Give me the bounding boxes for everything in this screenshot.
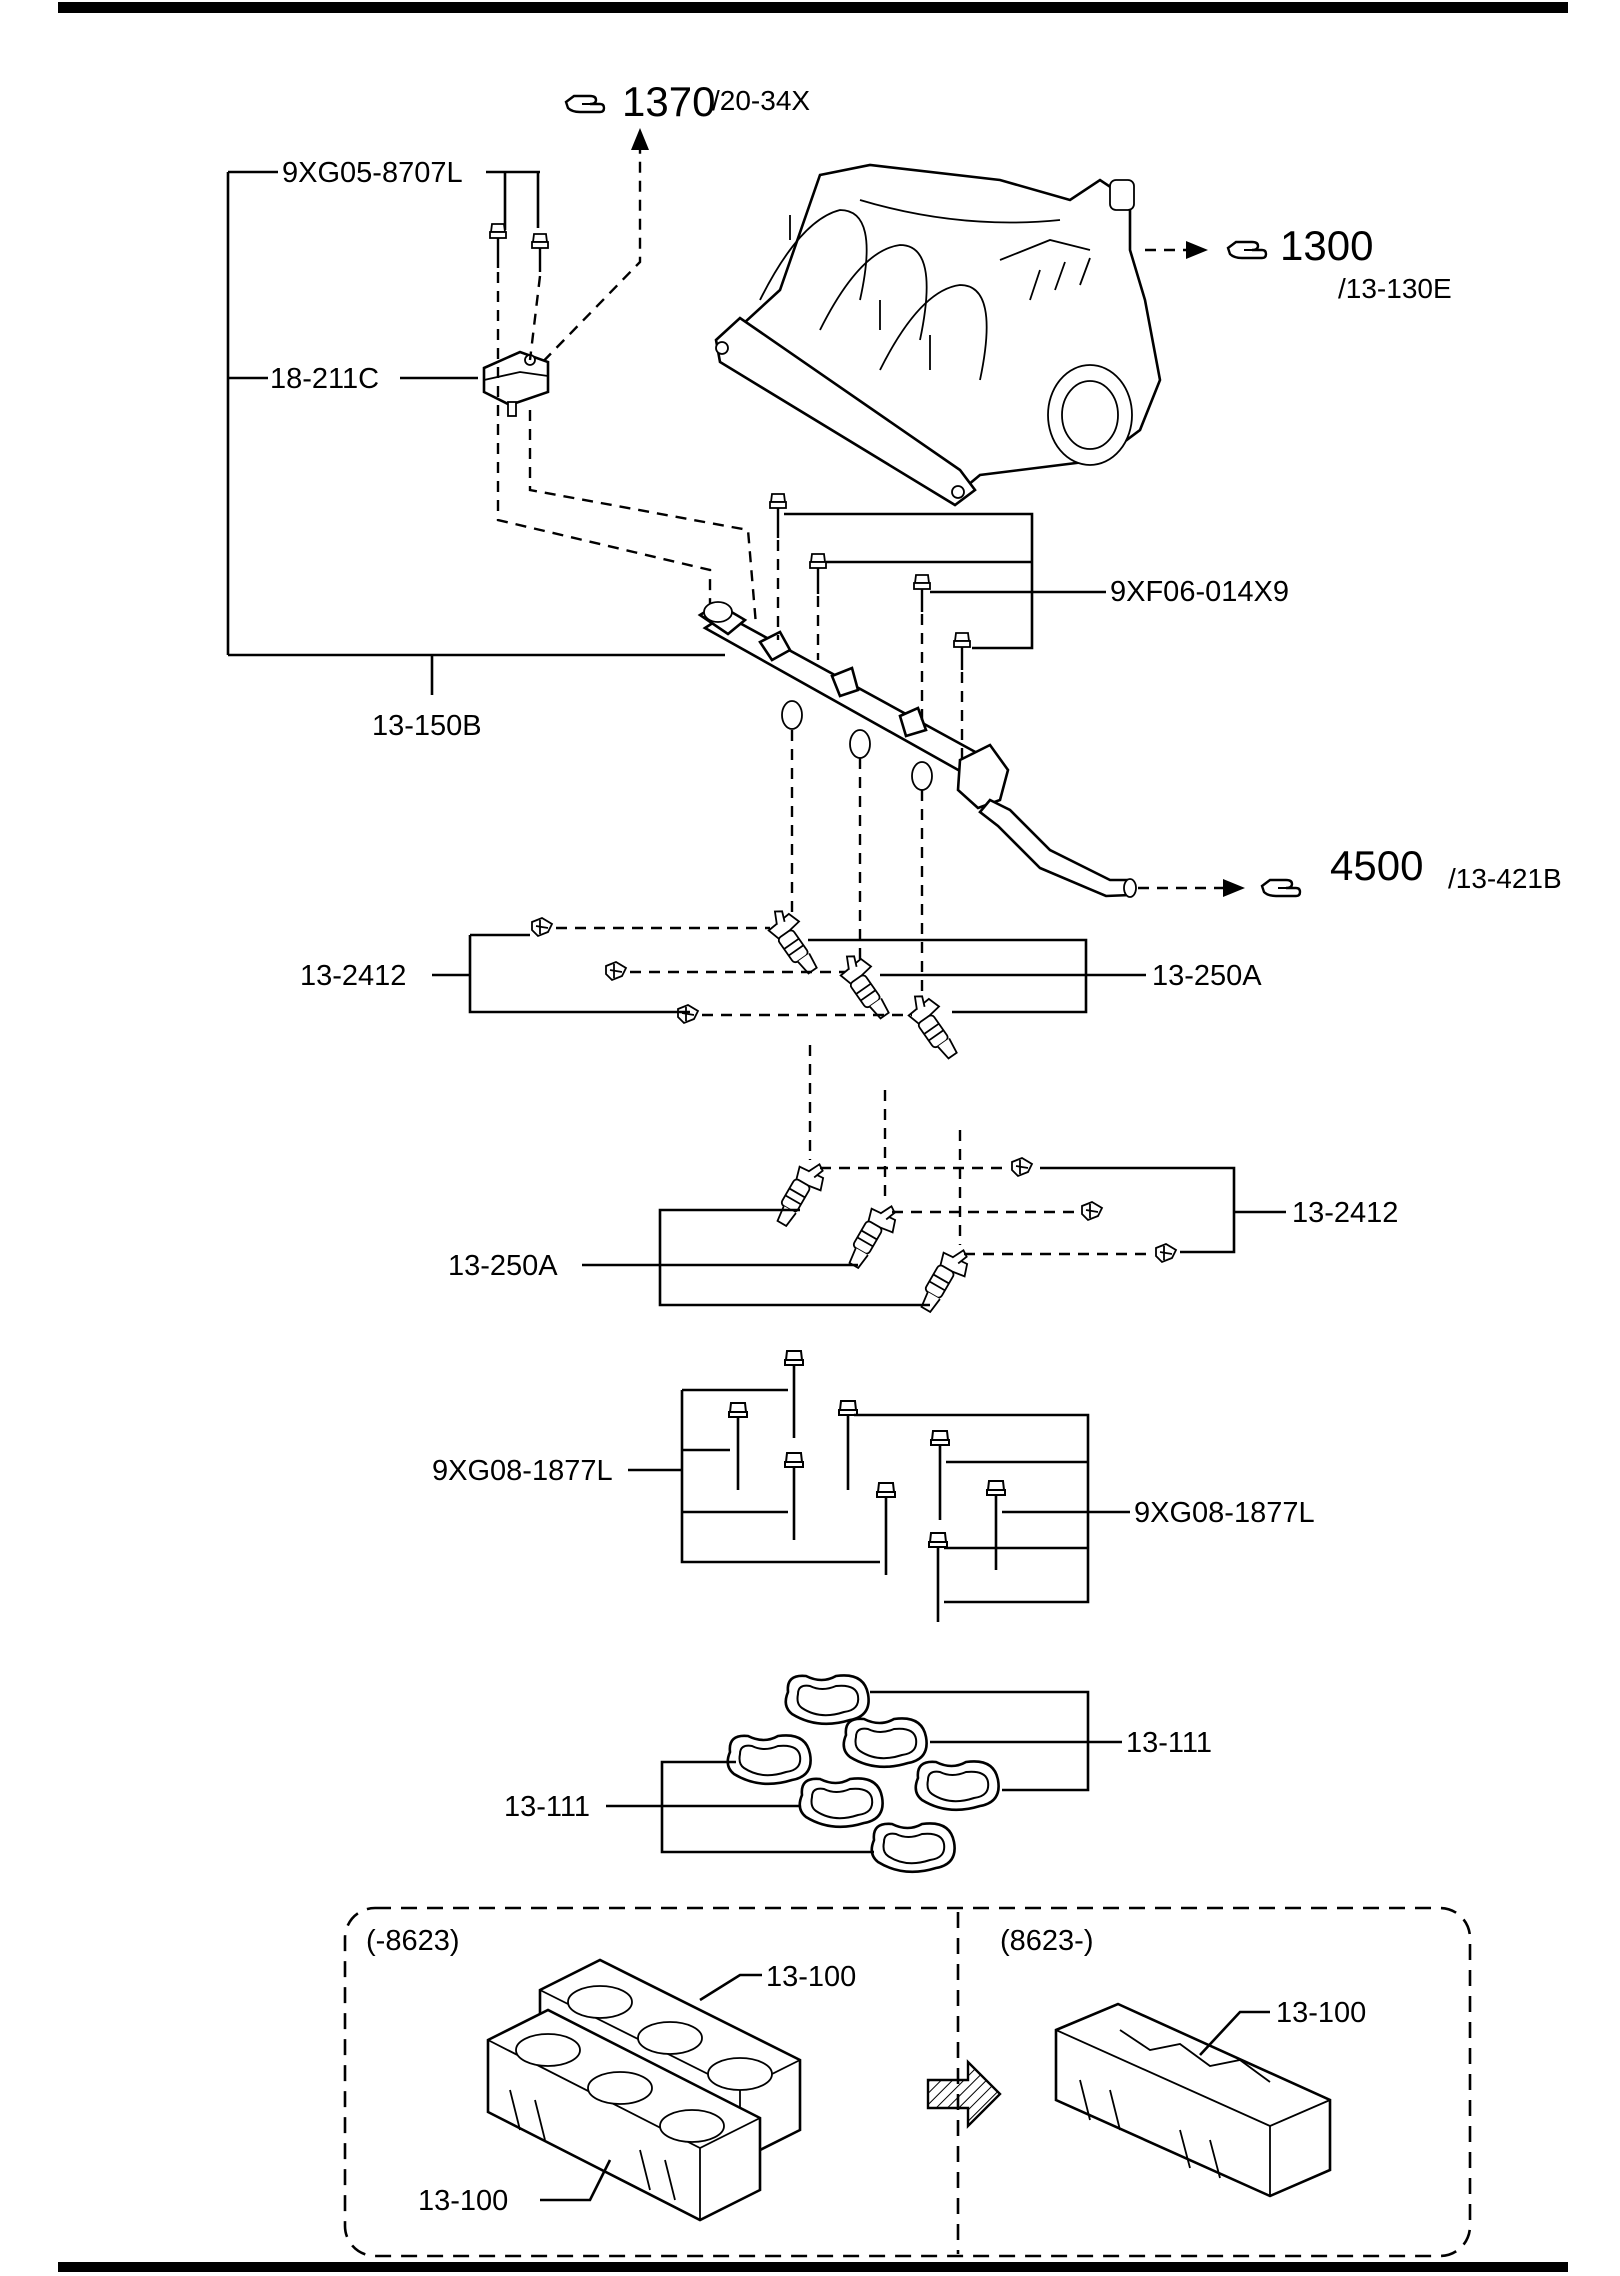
arrowhead-ref-1300 — [1186, 241, 1208, 259]
callout-injectors-left: 13-250A — [448, 1250, 558, 1282]
injector-upper-3 — [900, 987, 968, 1064]
leader-manifold-bolts-left — [628, 1388, 880, 1564]
callout-early-lower: 13-100 — [418, 2185, 508, 2217]
upper-intake-manifold — [714, 163, 1162, 507]
dash-clips-upper — [556, 926, 912, 1017]
arrowhead-ref-4500 — [1223, 879, 1245, 897]
pointing-hand-icon — [1260, 878, 1302, 898]
clip-lower-1 — [1011, 1157, 1033, 1177]
ref-1300-sub: /13-130E — [1338, 273, 1452, 304]
dash-bolt-left — [496, 272, 712, 610]
arrowhead-ref-1370 — [631, 128, 649, 150]
injector-lower-2 — [841, 1197, 905, 1275]
dash-rail-to-injectors — [790, 730, 924, 1000]
leader-early-upper — [699, 1973, 762, 2002]
ref-4500-main: 4500 — [1330, 842, 1423, 889]
leader-injectors-right — [808, 938, 1146, 1014]
leader-early-lower — [540, 2159, 612, 2202]
manifold-bolt-5 — [930, 1430, 950, 1520]
manifold-bolt-2 — [728, 1402, 748, 1490]
callout-late: 13-100 — [1276, 1997, 1366, 2029]
gasket-3 — [726, 1734, 812, 1786]
callout-gaskets-left: 13-111 — [504, 1791, 590, 1823]
rail-bolt-4 — [953, 632, 971, 670]
bolt-top-right — [531, 233, 549, 272]
variant-early-range: (-8623) — [366, 1925, 460, 1957]
rail-bolt-1 — [769, 493, 787, 538]
bottom-border — [58, 2262, 1568, 2272]
variant-frame — [343, 1906, 1472, 2258]
fuel-rail — [697, 601, 1137, 898]
pointing-hand-icon — [1226, 240, 1268, 260]
callout-clips-left: 13-2412 — [300, 960, 406, 992]
manifold-bolt-6 — [876, 1482, 896, 1575]
manifold-bolt-7 — [986, 1480, 1006, 1570]
ref-1370-callout[interactable]: 1370 /20-34X — [564, 78, 810, 125]
rail-bolt-2 — [809, 553, 827, 594]
ref-1370-sub: /20-34X — [712, 85, 810, 116]
hatched-arrow-icon — [926, 2059, 1002, 2129]
callout-manifold-bolts-right: 9XG08-1877L — [1134, 1497, 1315, 1529]
callout-bolt-top: 9XG05-8707L — [282, 157, 463, 189]
gasket-2 — [842, 1717, 928, 1769]
ref-1370-main: 1370 — [622, 78, 715, 125]
dash-bolt-right — [528, 275, 758, 626]
clip-lower-2 — [1081, 1201, 1103, 1221]
leader-bolt-top — [486, 170, 540, 230]
variant-late-range: (8623-) — [1000, 1925, 1094, 1957]
injector-upper-2 — [832, 947, 900, 1024]
bolt-top-left — [489, 223, 507, 268]
bracket-18-211c — [482, 350, 550, 417]
pointing-hand-icon — [564, 94, 606, 114]
ref-1300-callout[interactable]: 1300 /13-130E — [1226, 222, 1452, 304]
gasket-4 — [914, 1760, 1000, 1812]
callout-gaskets-right: 13-111 — [1126, 1727, 1212, 1759]
leader-gaskets-left — [606, 1760, 874, 1854]
manifold-bolt-4 — [784, 1452, 804, 1540]
callout-manifold-bolts-left: 9XG08-1877L — [432, 1455, 613, 1487]
leader-late — [1199, 2010, 1270, 2056]
clip-lower-3 — [1155, 1243, 1177, 1263]
top-border — [58, 2, 1568, 13]
gasket-6 — [870, 1822, 956, 1874]
callout-injectors-right: 13-250A — [1152, 960, 1262, 992]
leader-ref-1370 — [529, 148, 642, 376]
manifold-bolt-8 — [928, 1532, 948, 1622]
clip-upper-2 — [605, 961, 627, 981]
dash-rail-bolts — [776, 540, 964, 760]
manifold-bolt-1 — [784, 1350, 804, 1438]
callout-clips-right: 13-2412 — [1292, 1197, 1398, 1229]
callout-fuel-rail: 13-150B — [372, 710, 482, 742]
callout-bracket: 18-211C — [270, 363, 379, 395]
callout-rail-bolts: 9XF06-014X9 — [1110, 576, 1289, 608]
manifold-bolt-3 — [838, 1400, 858, 1490]
clip-upper-3 — [677, 1004, 699, 1024]
leader-clips-right — [1040, 1166, 1286, 1254]
callout-early-upper: 13-100 — [766, 1961, 856, 1993]
rail-bolt-3 — [913, 574, 931, 612]
clip-upper-1 — [531, 917, 553, 937]
ref-1300-main: 1300 — [1280, 222, 1373, 269]
ref-4500-callout[interactable]: 4500 /13-421B — [1260, 842, 1562, 898]
leader-gaskets-right — [870, 1690, 1122, 1792]
gasket-5 — [798, 1777, 884, 1829]
leader-clips-left — [432, 933, 690, 1014]
bracket-line-rail-group — [226, 170, 725, 657]
leader-rail-bolts — [784, 512, 1106, 650]
leader-manifold-bolts-right — [854, 1413, 1130, 1604]
lower-manifold-early-lower — [486, 2008, 762, 2222]
leader-injectors-left — [582, 1208, 930, 1307]
ref-4500-sub: /13-421B — [1448, 863, 1562, 894]
dash-clips-lower — [820, 1166, 1150, 1256]
gasket-1 — [784, 1674, 870, 1726]
lower-manifold-late — [1054, 2002, 1332, 2198]
dash-injectors-to-lower — [808, 1045, 962, 1245]
